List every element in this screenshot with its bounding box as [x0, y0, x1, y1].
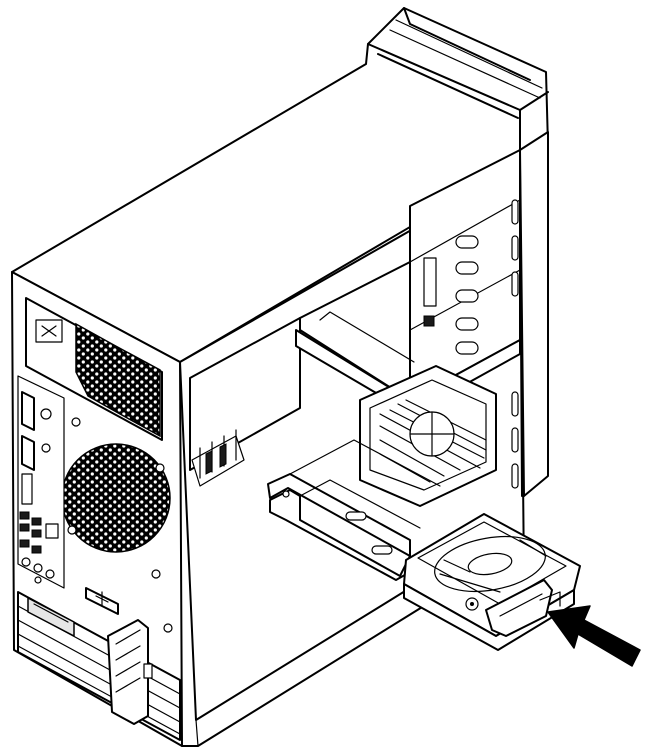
slot-latch-bracket: [107, 619, 149, 725]
audio-jacks-icon: [21, 557, 55, 584]
rear-io-panel: [17, 375, 65, 589]
vga-port-icon: [21, 435, 35, 471]
drive-rail-slots: [455, 235, 479, 355]
cooling-fan-duct: [359, 199, 519, 507]
latch-lock-icon: [143, 663, 153, 679]
usb-ports-icon: [19, 511, 42, 554]
insertion-arrow: [547, 605, 641, 667]
hdd-bay-rails: [267, 439, 441, 581]
front-bezel-ridge: [367, 7, 549, 151]
power-supply-vent: [25, 297, 163, 441]
hdd-tray-handle: [485, 579, 553, 637]
expansion-slot-covers: [17, 591, 181, 741]
ethernet-port-icon: [45, 523, 59, 539]
pci-slot-brackets: [189, 317, 301, 487]
serial-port-icon: [21, 391, 35, 431]
hard-disk-drive-tray: [403, 513, 581, 651]
drive-latch: [423, 257, 437, 307]
front-vent-slots: [511, 199, 519, 489]
case-front-edge: [519, 131, 549, 497]
padlock-loop-icon: [85, 587, 119, 615]
displayport-icon: [21, 473, 33, 505]
